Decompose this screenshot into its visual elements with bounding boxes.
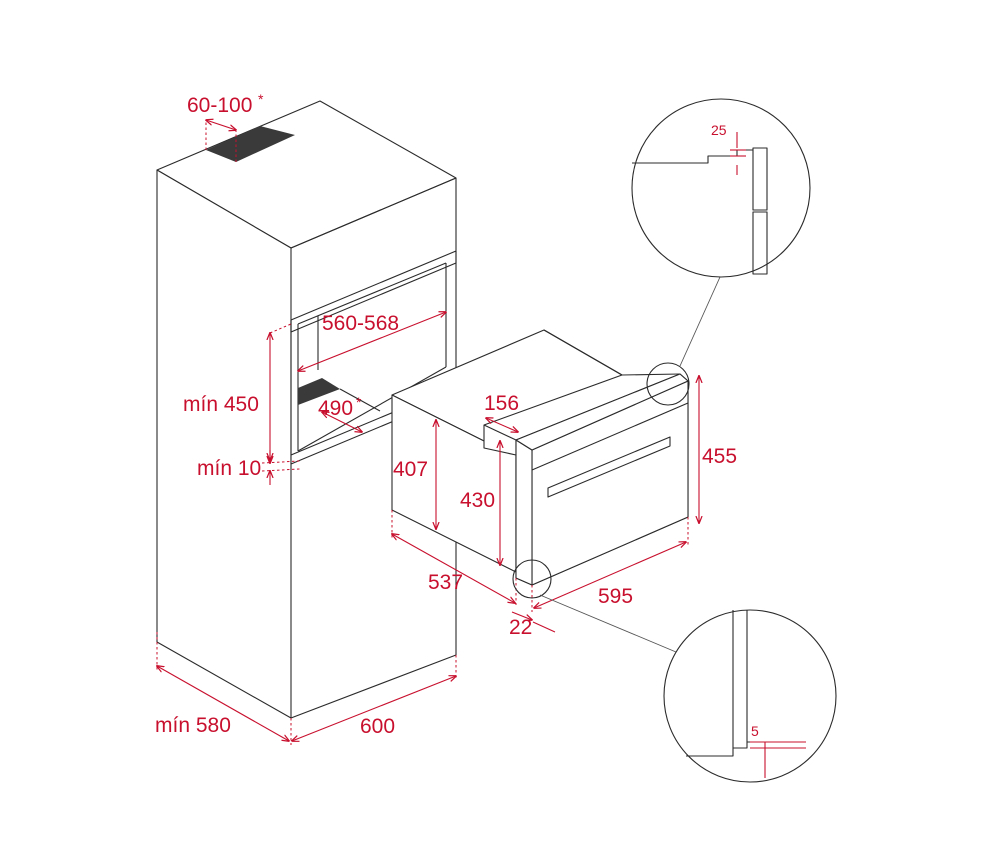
label-detail-bottom-gap: 5 [751,723,759,739]
label-oven-depth: 537 [428,571,463,594]
oven [391,329,689,586]
label-niche-depth: 490 [318,397,353,420]
label-oven-body-height: 407 [393,458,428,481]
detail-bottom [512,559,837,783]
label-oven-front-offset: 156 [484,392,519,415]
label-niche-width: 560-568 [322,312,399,335]
label-oven-inner-height: 430 [460,489,495,512]
label-niche-depth-note: * [356,394,362,410]
niche-floor-vent [298,378,340,405]
label-oven-total-height: 455 [702,445,737,468]
oven-door-handle [547,436,671,498]
label-cabinet-depth: mín 580 [155,714,231,737]
label-oven-width: 595 [598,585,633,608]
label-vent-gap-note: * [258,91,264,107]
detail-top [631,98,811,406]
top-vent-slot [206,126,295,162]
label-vent-gap: 60-100 [187,94,252,117]
label-detail-top-gap: 25 [711,122,727,138]
dimension-lines [157,120,699,745]
label-door-thickness: 22 [509,616,532,639]
dimension-labels: 60-100 * 560-568 mín 450 490 * mín 10 mí… [155,91,759,739]
label-niche-height: mín 450 [183,393,259,416]
label-cabinet-width: 600 [360,715,395,738]
label-gap-below: mín 10 [197,457,261,480]
